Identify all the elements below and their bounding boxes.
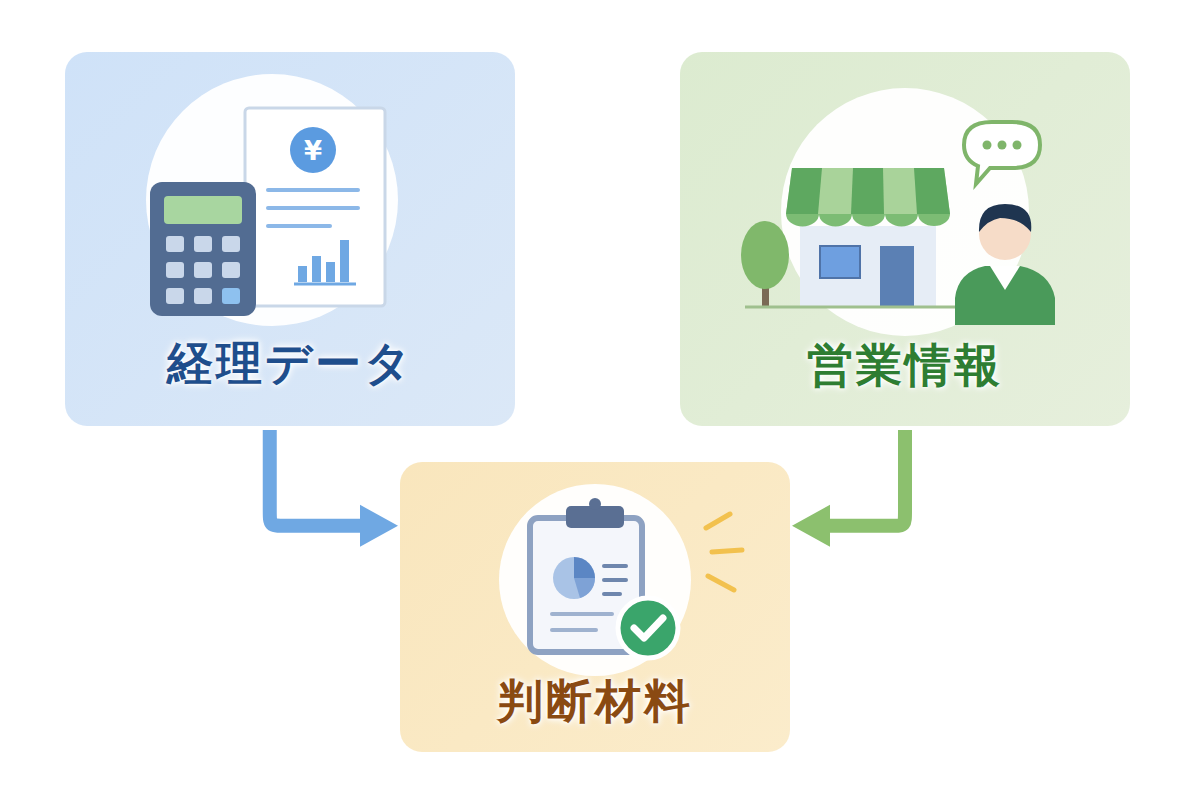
document-line: [268, 188, 358, 192]
chart-bar: [298, 266, 307, 282]
calculator-key: [222, 262, 240, 278]
person-body: [955, 266, 1055, 325]
node-label: 経理データ: [65, 338, 515, 389]
tree-crown: [741, 221, 789, 289]
clipboard-line: [552, 612, 612, 616]
calculator-body: [150, 182, 256, 316]
process-box: 判断材料: [400, 462, 790, 752]
awning-stripe: [914, 168, 950, 214]
icon-circle: [781, 88, 1029, 336]
person-collar: [990, 266, 1020, 290]
highlight-ray: [706, 514, 730, 528]
accounting-icon: [146, 74, 398, 326]
person-head: [979, 208, 1031, 260]
clipboard-line: [552, 628, 596, 632]
ground-line: [745, 306, 960, 309]
clipboard-clip: [566, 506, 624, 528]
icon-circle: [499, 484, 691, 676]
check-mark: [634, 618, 663, 638]
speech-dot: [1013, 141, 1022, 150]
clipboard-line: [604, 592, 620, 596]
clipboard-board: [530, 518, 642, 652]
chart-axis: [294, 283, 356, 286]
calculator-key: [222, 236, 240, 252]
calculator-key: [194, 262, 212, 278]
calculator-keys: [166, 236, 240, 304]
shop-window: [820, 246, 860, 278]
calculator-key: [166, 262, 184, 278]
document-line: [268, 224, 330, 228]
tree-trunk: [762, 262, 769, 306]
node-label: 営業情報: [680, 340, 1130, 391]
process-box: 経理データ: [65, 52, 515, 426]
clipboard-line: [604, 578, 626, 582]
yen-circle: [290, 127, 336, 173]
shop-awning: [786, 168, 950, 226]
chart-bar: [326, 262, 335, 282]
shop-door: [880, 246, 914, 306]
clipboard-ring: [589, 498, 601, 510]
sales-icon: [741, 88, 1055, 336]
bar-chart: [294, 240, 356, 284]
flow-arrow: [824, 430, 905, 526]
node-label: 判断材料: [400, 676, 790, 727]
document-line: [268, 206, 358, 210]
clipboard-line: [604, 564, 626, 568]
speech-dot: [998, 141, 1007, 150]
awning-stripe: [786, 168, 822, 214]
speech-bubble: [964, 122, 1040, 184]
chart-bar: [340, 240, 349, 282]
pie-slice: [574, 578, 595, 598]
highlight-ray: [708, 576, 734, 590]
calculator-key: [166, 236, 184, 252]
process-box: 営業情報: [680, 52, 1130, 426]
awning-edge: [786, 214, 950, 226]
check-badge: [618, 598, 678, 658]
chart-bar: [312, 256, 321, 282]
pie-chart: [553, 557, 595, 599]
decision-icon: [499, 484, 742, 676]
calculator-key: [166, 288, 184, 304]
highlight-ray: [712, 550, 742, 552]
calculator-key: [222, 288, 240, 304]
calculator-key: [194, 288, 212, 304]
document-sheet: [245, 108, 385, 306]
speech-dot: [983, 141, 992, 150]
awning-stripe: [851, 168, 884, 214]
awning-base: [786, 168, 950, 214]
person-hair: [979, 204, 1031, 232]
icon-circle: [146, 74, 398, 326]
flow-arrow: [270, 430, 366, 526]
calculator-key: [194, 236, 212, 252]
highlight-rays: [706, 514, 742, 590]
shop-body: [800, 226, 936, 306]
calculator-display: [164, 196, 242, 224]
pie-slice: [574, 557, 595, 578]
